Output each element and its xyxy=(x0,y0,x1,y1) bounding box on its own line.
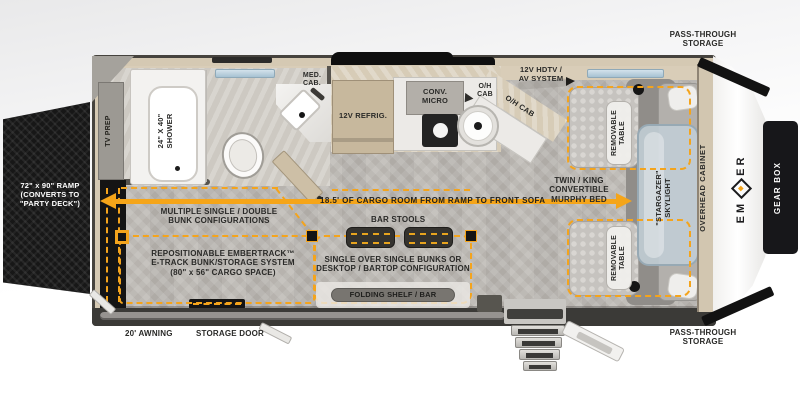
skylight-label: "STARGAZER" SKYLIGHT xyxy=(654,170,672,226)
kitchen-sink-drain xyxy=(474,122,482,130)
cargo-dimension-label: 18.5' OF CARGO ROOM FROM RAMP TO FRONT S… xyxy=(320,196,546,205)
folding-shelf-bar xyxy=(331,288,455,302)
single-over-single-label: SINGLE OVER SINGLE BUNKS OR DESKTOP / BA… xyxy=(316,255,470,274)
ember-logo-text-em: EM xyxy=(734,200,747,224)
av-system-label: 12V HDTV / AV SYSTEM xyxy=(518,65,564,83)
top-wall-window-frame xyxy=(212,57,272,63)
microwave xyxy=(406,81,464,115)
av-pointer-icon xyxy=(566,77,575,86)
ember-diamond-icon xyxy=(730,177,752,199)
removable-table-bottom: REMOVABLE TABLE xyxy=(606,226,632,290)
track-marker-left xyxy=(115,230,129,244)
cupholder-top xyxy=(633,84,644,95)
refrigerator xyxy=(332,80,394,154)
murphy-bed-label: TWIN / KING CONVERTIBLE MURPHY BED xyxy=(549,176,609,204)
storage-door-label: STORAGE DOOR xyxy=(196,329,265,338)
bar-stools-label: BAR STOOLS xyxy=(371,215,426,224)
awning-rail xyxy=(100,312,505,320)
bar-stool-right xyxy=(404,227,453,248)
skylight-highlight xyxy=(644,132,664,258)
shower-label: 24" X 40" SHOWER xyxy=(156,113,174,149)
removable-table-top: REMOVABLE TABLE xyxy=(606,101,632,165)
pass-through-top-label: PASS-THROUGH STORAGE xyxy=(669,30,737,49)
vanity-drain xyxy=(299,112,305,118)
gear-box-label: GEAR BOX xyxy=(773,161,782,215)
entry-door-open xyxy=(561,320,626,363)
folding-shelf-label: FOLDING SHELF / BAR xyxy=(349,290,437,299)
cargo-dimension-line xyxy=(114,199,618,204)
tv-prep-label: TV PREP xyxy=(105,115,112,147)
overhead-cabinet-label: OVERHEAD CABINET xyxy=(698,144,707,232)
dimension-arrowhead-left-icon xyxy=(100,193,116,209)
bedroom-window xyxy=(587,69,664,78)
track-marker-right xyxy=(465,230,477,242)
ember-logo-text-er: ER xyxy=(734,154,747,176)
ember-logo: EM ER xyxy=(729,137,753,241)
microwave-label: CONV. MICRO xyxy=(422,87,448,105)
cupholder-bottom xyxy=(629,281,640,292)
track-marker-mid xyxy=(306,230,318,242)
bar-stool-left xyxy=(346,227,395,248)
roof-band xyxy=(331,52,453,65)
bath-kitchen-divider-wall xyxy=(327,66,332,96)
roof-band-thin xyxy=(449,57,495,65)
awning-label: 20' AWNING xyxy=(125,329,173,338)
rear-ramp xyxy=(3,102,90,294)
shower-drain xyxy=(175,166,180,171)
entry-step-2 xyxy=(515,337,562,348)
pass-through-bottom-label: PASS-THROUGH STORAGE xyxy=(669,328,737,347)
stool-zone-top-edge xyxy=(332,189,470,191)
entry-step-4 xyxy=(523,361,557,371)
overhead-cab-sink-label: O/H CAB xyxy=(477,83,493,99)
embertrack-label: REPOSITIONABLE EMBERTRACK™ E-TRACK BUNK/… xyxy=(151,249,295,277)
ramp-label: 72" x 90" RAMP (CONVERTS TO "PARTY DECK"… xyxy=(19,181,81,208)
bunk-config-label: MULTIPLE SINGLE / DOUBLE BUNK CONFIGURAT… xyxy=(160,207,278,226)
removable-table-bottom-label: REMOVABLE TABLE xyxy=(610,235,626,282)
murphy-zone-bottom xyxy=(567,219,691,297)
bathroom-window xyxy=(215,69,275,78)
removable-table-top-label: REMOVABLE TABLE xyxy=(610,110,626,157)
dimension-arrowhead-right-icon xyxy=(616,193,632,209)
murphy-zone-top xyxy=(567,86,691,170)
shower-tub xyxy=(148,86,198,182)
etrack-floor-dashes xyxy=(193,303,241,305)
bathroom-door-knob xyxy=(317,196,322,201)
tv-prep-panel xyxy=(98,82,124,180)
gear-box xyxy=(763,121,798,254)
med-cab-label: MED. CAB. xyxy=(302,72,322,88)
bunk-zone-top-edge xyxy=(121,187,278,189)
overhead-cabinet-strip xyxy=(697,64,714,312)
entry-step-1 xyxy=(511,325,565,336)
entry-step-3 xyxy=(519,349,560,360)
entry-threshold xyxy=(507,309,563,319)
entry-step-platform xyxy=(477,295,502,312)
refrigerator-door-line xyxy=(333,138,393,142)
cooktop-burner xyxy=(433,123,448,138)
refrigerator-label: 12V REFRIG. xyxy=(338,111,388,120)
